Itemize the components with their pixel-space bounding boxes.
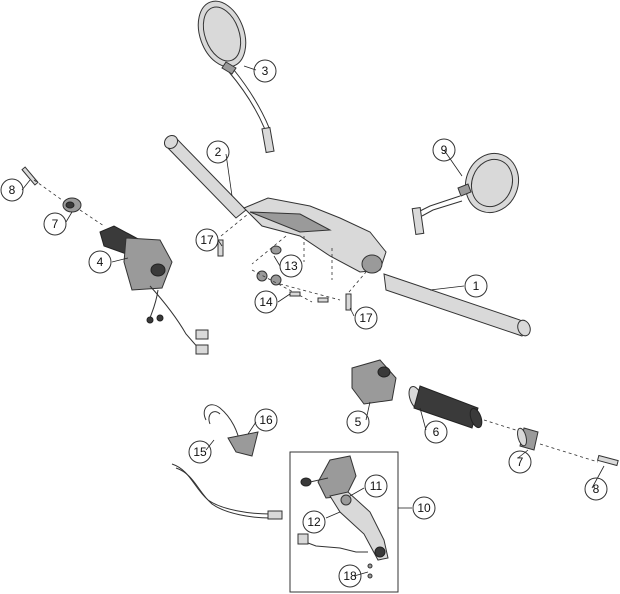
callout-14-label: 14 (259, 295, 273, 309)
callout-15: 15 (188, 440, 212, 464)
callout-17-right-label: 17 (359, 311, 373, 325)
callout-3: 3 (253, 59, 277, 83)
callout-17-right: 17 (354, 306, 378, 330)
callout-7-right: 7 (508, 450, 532, 474)
handlebar (243, 197, 531, 337)
callout-7-left: 7 (43, 212, 67, 236)
callout-16-label: 16 (259, 413, 273, 427)
left-switch-grip (99, 225, 209, 355)
callout-2-label: 2 (215, 145, 222, 159)
callout-17-left-label: 17 (200, 233, 214, 247)
callout-7-right-label: 7 (517, 455, 524, 469)
callout-18-label: 18 (343, 569, 357, 583)
callout-4: 4 (88, 250, 112, 274)
callout-13-label: 13 (284, 259, 298, 273)
left-mirror (197, 0, 275, 154)
callout-8-left: 8 (0, 178, 24, 202)
callout-11-label: 11 (370, 479, 383, 493)
clutch-lever-box (289, 451, 399, 593)
callout-9: 9 (432, 138, 456, 162)
callout-5: 5 (346, 410, 370, 434)
callout-16: 16 (254, 408, 278, 432)
callout-13: 13 (279, 254, 303, 278)
clamp-fasteners (217, 213, 367, 311)
callout-15-label: 15 (193, 445, 207, 459)
left-bar-end (21, 166, 105, 227)
callout-6-label: 6 (433, 425, 440, 439)
right-bar-end (516, 427, 619, 467)
right-grip (408, 385, 523, 433)
callout-12-label: 12 (307, 515, 321, 529)
callout-14: 14 (254, 290, 278, 314)
callout-5-label: 5 (355, 415, 362, 429)
callout-12: 12 (302, 510, 326, 534)
callout-9-label: 9 (441, 143, 448, 157)
callout-2: 2 (206, 140, 230, 164)
callout-4-label: 4 (97, 255, 104, 269)
callout-17-left: 17 (195, 228, 219, 252)
right-switch (351, 359, 397, 405)
callout-7-left-label: 7 (52, 217, 59, 231)
right-mirror (411, 152, 519, 235)
leader-lines (21, 65, 605, 577)
callout-8-left-label: 8 (9, 183, 16, 197)
callout-18: 18 (338, 564, 362, 588)
callout-8-right: 8 (584, 477, 608, 501)
callout-10: 10 (412, 496, 436, 520)
callout-3-label: 3 (262, 64, 269, 78)
callout-11: 11 (364, 474, 388, 498)
callout-8-right-label: 8 (593, 482, 600, 496)
callout-1: 1 (464, 274, 488, 298)
callout-10-label: 10 (417, 501, 431, 515)
callout-1-label: 1 (473, 279, 480, 293)
callout-6: 6 (424, 420, 448, 444)
handlebar-left-end (163, 134, 247, 219)
